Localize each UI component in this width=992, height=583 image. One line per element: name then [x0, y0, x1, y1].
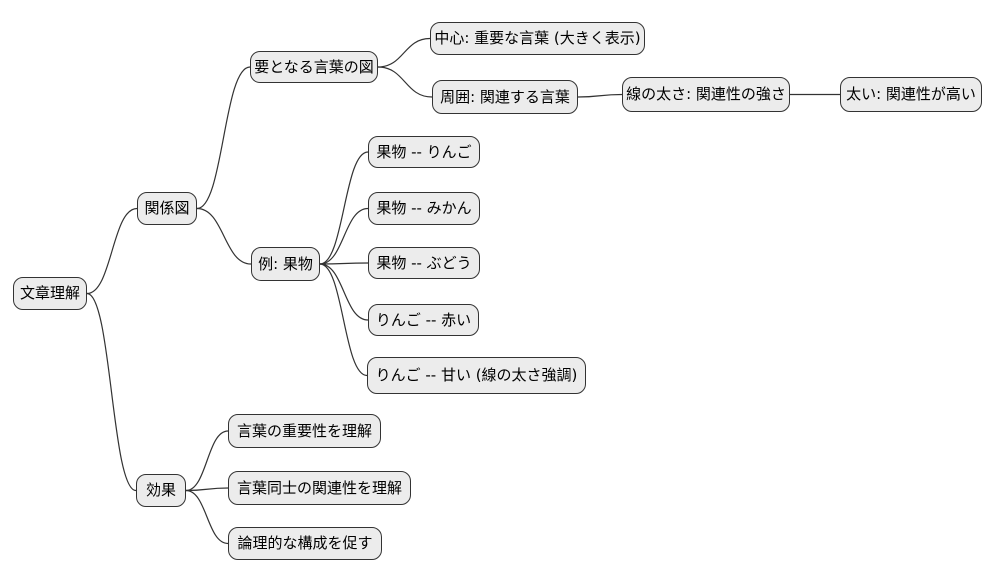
mindmap-node-key-words-diagram: 要となる言葉の図 — [250, 51, 378, 83]
mindmap-node-line-thickness: 線の太さ: 関連性の強さ — [622, 77, 790, 112]
mindmap-node-periphery-related-words: 周囲: 関連する言葉 — [432, 80, 578, 114]
mindmap-node-center-important-words: 中心: 重要な言葉 (大きく表示) — [430, 22, 645, 55]
mindmap-node-root: 文章理解 — [13, 277, 87, 310]
mindmap-node-understand-word-importance: 言葉の重要性を理解 — [228, 414, 381, 448]
edge-effects-word_importance — [185, 430, 229, 492]
mindmap-node-effects: 効果 — [136, 474, 186, 507]
edge-example_fruits-apple_red — [319, 263, 369, 321]
edge-root-effects — [86, 292, 137, 492]
mindmap-node-apple-red: りんご -- 赤い — [368, 304, 479, 336]
mindmap-node-fruit-grape: 果物 -- ぶどう — [368, 247, 480, 279]
edge-key_words_diagram-periphery_related — [377, 66, 433, 98]
edge-example_fruits-fruit_grape — [319, 262, 369, 265]
edge-example_fruits-fruit_orange — [319, 207, 369, 265]
mindmap-node-apple-sweet: りんご -- 甘い (線の太さ強調) — [367, 357, 586, 394]
edge-key_words_diagram-center_important — [377, 37, 431, 68]
mindmap-node-relation-diagram: 関係図 — [137, 192, 197, 225]
mindmap-node-example-fruits: 例: 果物 — [251, 247, 320, 281]
edge-example_fruits-fruit_apple — [319, 151, 369, 265]
edge-root-relation_diagram — [86, 207, 138, 295]
edge-relation_diagram-example_fruits — [196, 207, 252, 265]
mindmap-node-thick-high-relevance: 太い: 関連性が高い — [840, 77, 982, 112]
mindmap-node-fruit-apple: 果物 -- りんご — [368, 136, 480, 168]
edge-effects-word_relations — [185, 487, 229, 492]
edge-periphery_related-line_thickness — [577, 93, 623, 98]
edge-example_fruits-apple_sweet — [319, 263, 368, 377]
mindmap-node-fruit-orange: 果物 -- みかん — [368, 192, 480, 225]
mindmap-node-understand-word-relations: 言葉同士の関連性を理解 — [228, 471, 411, 505]
mindmap-node-promote-logical-structure: 論理的な構成を促す — [228, 527, 382, 560]
edge-relation_diagram-key_words_diagram — [196, 66, 251, 210]
edge-effects-logical_structure — [185, 489, 229, 545]
